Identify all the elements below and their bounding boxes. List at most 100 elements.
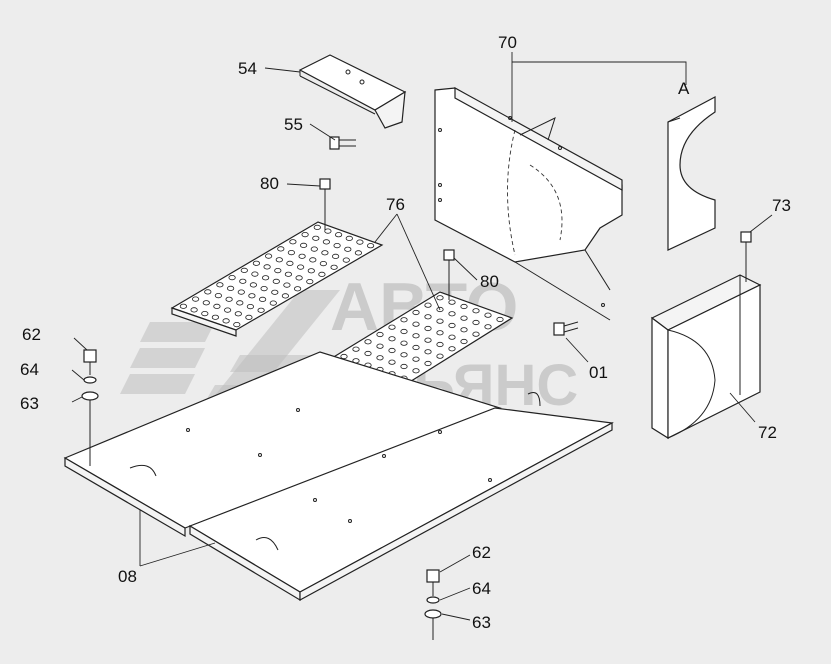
part-73-bolt (740, 231, 752, 282)
perforation-hole (364, 339, 372, 345)
perforation-hole (313, 224, 321, 230)
perforation-hole (340, 353, 348, 360)
perforation-hole (284, 271, 292, 277)
perforation-hole (245, 314, 253, 320)
perforation-hole (269, 300, 277, 306)
callout-63-right: 63 (472, 613, 491, 632)
perforation-hole (271, 289, 279, 295)
callout-73: 73 (772, 196, 791, 215)
callout-70: 70 (498, 33, 517, 52)
perforation-hole (448, 299, 456, 305)
perforation-hole (436, 341, 444, 348)
perforation-hole (179, 303, 187, 309)
perforation-hole (424, 337, 432, 343)
perforation-hole (295, 275, 303, 281)
perforation-hole (213, 303, 221, 309)
part-01-bolt (553, 321, 579, 336)
perforation-hole (306, 278, 314, 285)
perforation-hole (211, 314, 219, 320)
perforation-hole (321, 250, 329, 256)
perforation-hole (252, 260, 260, 266)
perforation-hole (448, 346, 456, 352)
perforation-hole (366, 243, 375, 249)
perforation-hole (324, 228, 332, 234)
perforation-hole (281, 293, 289, 299)
perforation-hole (293, 286, 302, 292)
perforation-hole (352, 346, 360, 352)
callout-80-upper: 80 (260, 174, 279, 193)
part-08-floor-plate-right (188, 392, 614, 602)
perforation-hole (239, 278, 247, 284)
perforation-hole (388, 347, 396, 354)
perforation-hole (251, 271, 259, 277)
perforation-hole (354, 250, 362, 256)
perforation-hole (227, 285, 235, 291)
perforation-hole (258, 296, 267, 302)
perforation-hole (286, 260, 294, 266)
perforation-hole (345, 235, 353, 241)
perforation-hole (275, 257, 283, 263)
perforation-hole (388, 336, 396, 342)
perforation-hole (289, 239, 297, 245)
perforation-hole (448, 334, 456, 340)
callout-62-right: 62 (472, 543, 491, 562)
perforation-hole (202, 300, 210, 306)
perforation-hole (472, 331, 480, 337)
perforation-hole (310, 246, 318, 252)
perforation-hole (376, 343, 384, 349)
leader-lines (71, 52, 773, 621)
perforation-hole (424, 302, 432, 308)
perforation-hole (249, 282, 257, 288)
callout-54: 54 (238, 59, 257, 78)
perforation-hole (344, 246, 352, 252)
perforation-hole (484, 312, 492, 318)
perforation-hole (228, 274, 236, 281)
part-76-perforated-plate-upper (170, 221, 384, 337)
callout-labels: 54 55 70 A 80 76 80 73 62 64 63 01 72 08… (20, 33, 791, 632)
perforation-hole (472, 308, 480, 314)
part-80-bolt-upper (319, 178, 331, 230)
perforation-hole (307, 268, 315, 274)
part-08-floor-plate-left (63, 351, 502, 538)
perforation-hole (201, 310, 209, 317)
perforation-hole (424, 325, 432, 332)
perforation-hole (236, 300, 244, 306)
perforation-hole (296, 264, 305, 270)
perforation-hole (448, 322, 456, 329)
perforation-hole (496, 316, 504, 323)
perforation-hole (484, 324, 492, 330)
callout-01: 01 (589, 363, 608, 382)
perforation-hole (400, 340, 408, 346)
perforation-hole (309, 257, 317, 263)
perforation-hole (400, 352, 408, 358)
perforation-hole (224, 307, 232, 313)
perforation-hole (331, 253, 340, 259)
part-55-bolt (329, 136, 356, 150)
perforation-hole (436, 330, 444, 336)
fastener-stack-right (424, 569, 442, 640)
perforation-hole (460, 338, 468, 345)
perforation-hole (261, 275, 270, 281)
callout-08: 08 (118, 567, 137, 586)
perforation-hole (412, 321, 420, 327)
perforation-hole (424, 349, 432, 355)
perforation-hole (412, 368, 420, 374)
perforation-hole (400, 317, 408, 323)
perforation-hole (214, 292, 222, 299)
perforation-hole (364, 350, 372, 357)
perforation-hole (216, 282, 224, 288)
perforation-hole (234, 311, 242, 317)
perforation-hole (240, 267, 248, 273)
perforation-hole (436, 318, 444, 324)
perforation-hole (388, 359, 396, 365)
part-70-side-panel (434, 86, 623, 321)
perforation-hole (298, 253, 306, 259)
perforation-hole (204, 289, 212, 295)
perforation-hole (192, 296, 200, 302)
perforation-hole (312, 235, 320, 241)
perforation-hole (424, 360, 432, 367)
perforation-hole (412, 344, 420, 351)
perforation-hole (342, 257, 350, 263)
